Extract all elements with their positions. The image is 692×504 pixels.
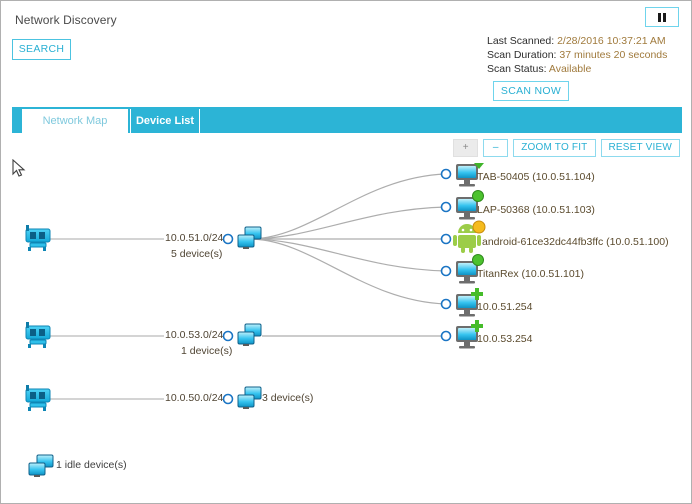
mouse-cursor (12, 159, 26, 177)
device-group-icon-2 (237, 323, 262, 346)
monitor-icon-1 (456, 164, 478, 187)
last-scanned-value: 2/28/2016 10:37:21 AM (557, 35, 666, 47)
subnet-label-3[interactable]: 10.0.50.0/24 (165, 392, 224, 404)
switch-icon-subnet-1 (25, 225, 51, 251)
subnet-label-1[interactable]: 10.0.51.0/24 (165, 232, 224, 244)
subnet-connector-3 (222, 393, 234, 405)
subnet-connector-2 (222, 330, 234, 342)
pause-icon-bar2 (663, 12, 666, 22)
map-toolbar: + – ZOOM TO FIT RESET VIEW (453, 139, 680, 157)
device-group-icon-3 (237, 386, 262, 409)
pause-button[interactable] (645, 7, 679, 27)
subnet-count-1: 5 device(s) (171, 248, 223, 260)
subnet-label-2[interactable]: 10.0.53.0/24 (165, 329, 224, 341)
scan-status-value: Available (548, 63, 592, 75)
status-green-badge-1 (474, 163, 484, 169)
monitor-icon-2 (456, 197, 478, 220)
pause-icon (658, 12, 661, 22)
idle-devices-label[interactable]: 1 idle device(s) (56, 459, 127, 471)
tab-network-map[interactable]: Network Map (22, 109, 128, 133)
scan-duration-label: Scan Duration: (487, 49, 557, 61)
monitor-icon-6 (456, 326, 478, 349)
network-map-canvas[interactable]: TAB-50405 (10.0.51.104) LAP-50368 (10.0.… (12, 159, 682, 493)
device-label-android[interactable]: android-61ce32dc44fb3ffc (10.0.51.100) (482, 236, 669, 248)
reset-view-button[interactable]: RESET VIEW (600, 139, 680, 157)
scan-status-row: Scan Status: Available (487, 62, 679, 76)
status-green-dot-4 (472, 254, 484, 266)
zoom-out-button[interactable]: – (483, 139, 509, 157)
monitor-icon-4 (456, 261, 478, 284)
android-icon-3 (453, 224, 481, 253)
subnet-count-2: 1 device(s) (181, 345, 233, 357)
subnet-connector-1 (222, 233, 234, 245)
switch-icon-subnet-2 (25, 322, 51, 348)
last-scanned-row: Last Scanned: 2/28/2016 10:37:21 AM (487, 34, 679, 48)
status-green-plus-6 (471, 320, 483, 332)
page-title: Network Discovery (15, 13, 117, 27)
status-green-plus-5 (471, 288, 483, 300)
switch-icon-subnet-3 (25, 385, 51, 411)
idle-device-icon (28, 454, 54, 477)
zoom-in-button[interactable]: + (453, 139, 479, 157)
zoom-to-fit-button[interactable]: ZOOM TO FIT (513, 139, 596, 157)
tab-device-list[interactable]: Device List (130, 109, 200, 133)
status-orange-dot-3 (472, 220, 486, 234)
scan-info-panel: Last Scanned: 2/28/2016 10:37:21 AM Scan… (487, 34, 679, 101)
search-button[interactable]: SEARCH (12, 39, 71, 60)
scan-now-button[interactable]: SCAN NOW (493, 81, 569, 101)
device-label-10-0-51-254[interactable]: 10.0.51.254 (477, 301, 533, 313)
last-scanned-label: Last Scanned: (487, 35, 555, 47)
device-connector-5 (440, 298, 452, 310)
device-connector-6 (440, 330, 452, 342)
scan-duration-value: 37 minutes 20 seconds (559, 49, 668, 61)
device-label-10-0-53-254[interactable]: 10.0.53.254 (477, 333, 533, 345)
scan-status-label: Scan Status: (487, 63, 547, 75)
monitor-icon-5 (456, 294, 478, 317)
map-connections (25, 163, 486, 477)
status-green-dot-2 (472, 190, 484, 202)
device-connector-4 (440, 265, 452, 277)
device-group-icon-1 (237, 226, 262, 249)
device-connector-2 (440, 201, 452, 213)
device-label-tab-50405[interactable]: TAB-50405 (10.0.51.104) (477, 171, 595, 183)
subnet-count-3: 3 device(s) (262, 392, 314, 404)
device-connector-3 (440, 233, 452, 245)
device-label-lap-50368[interactable]: LAP-50368 (10.0.51.103) (477, 204, 595, 216)
scan-duration-row: Scan Duration: 37 minutes 20 seconds (487, 48, 679, 62)
tab-bar: Network Map Device List (12, 107, 682, 133)
device-label-titanrex[interactable]: TitanRex (10.0.51.101) (477, 268, 585, 280)
device-connector-1 (440, 168, 452, 180)
